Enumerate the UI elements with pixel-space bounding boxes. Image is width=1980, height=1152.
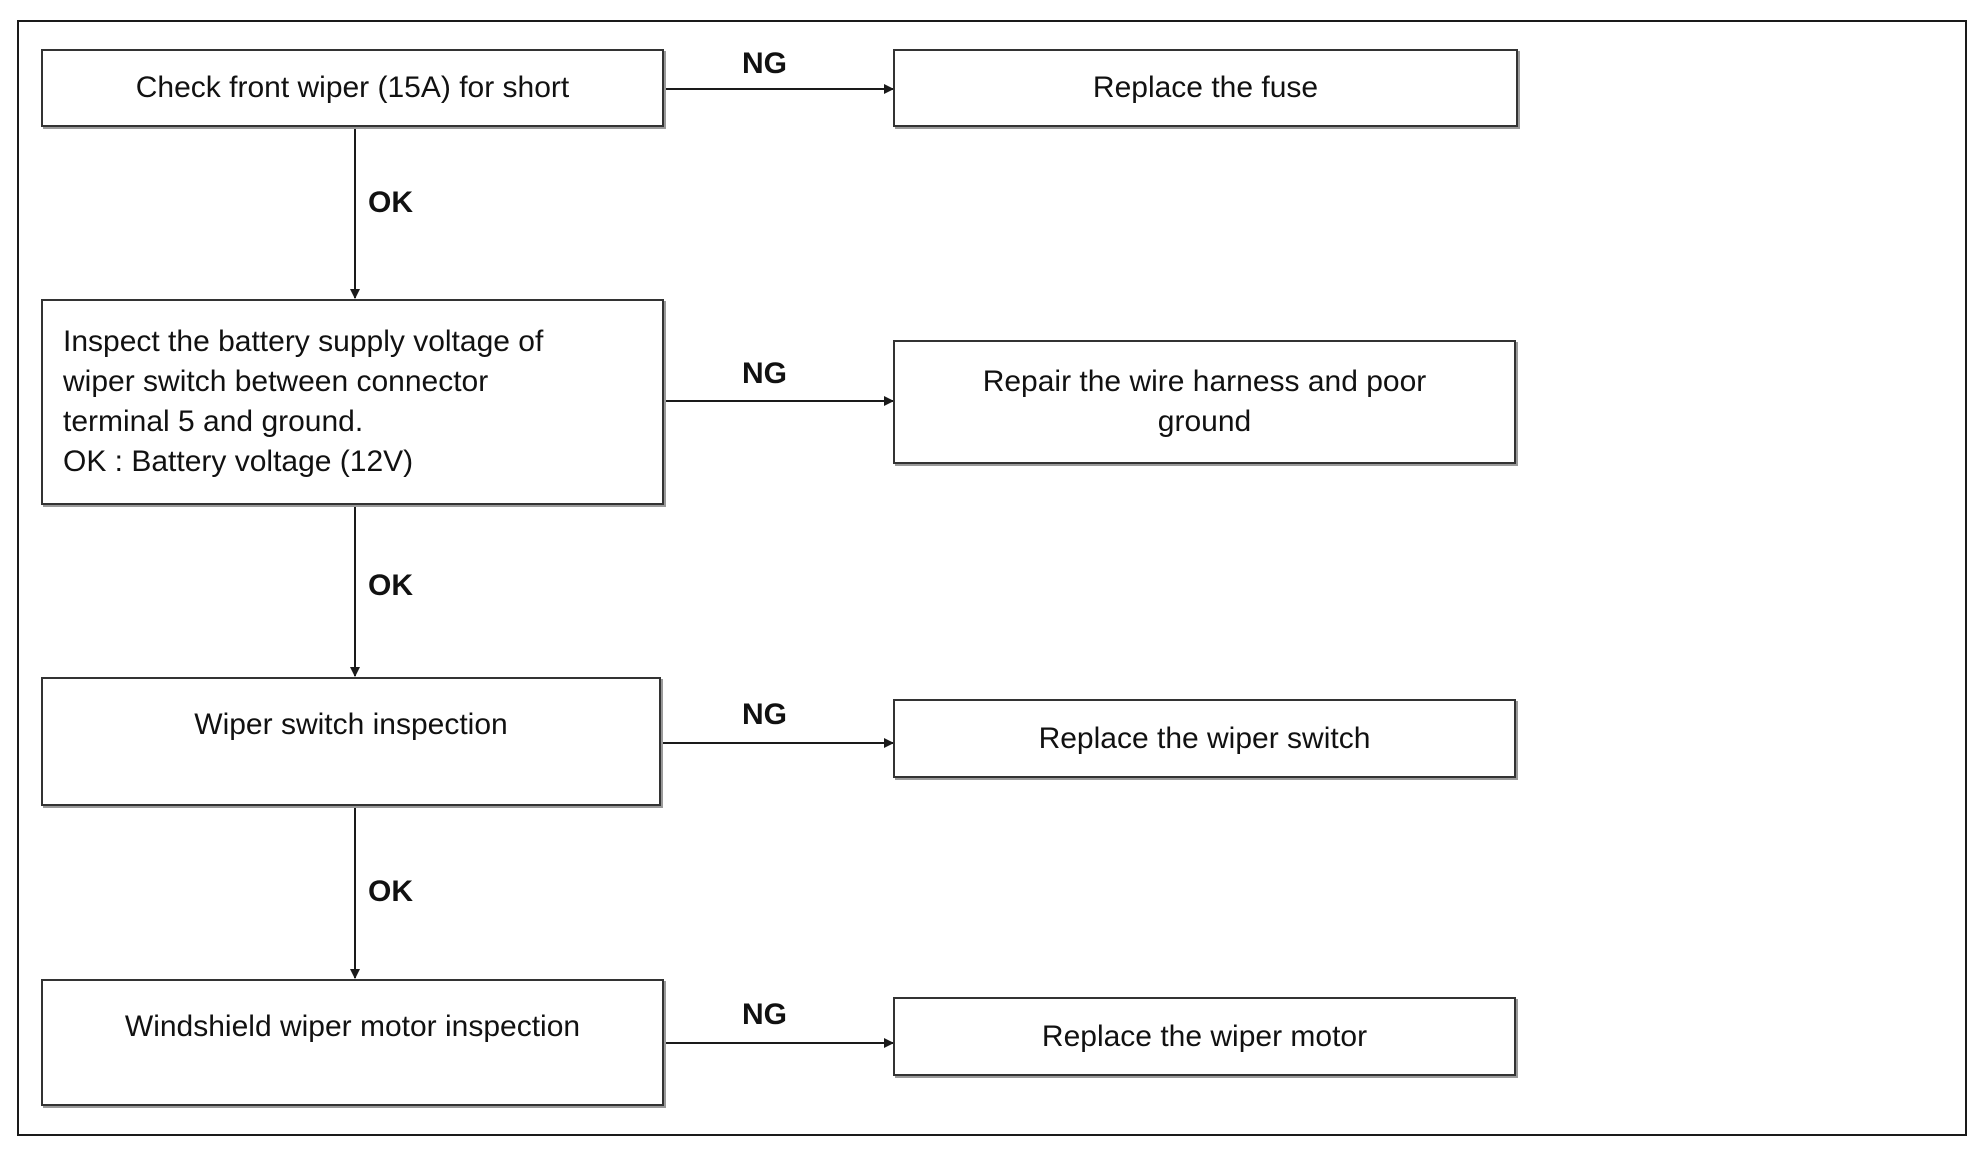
repair-harness-text: Repair the wire harness and poor ground [982,365,1427,438]
replace-switch-box: Replace the wiper switch [893,699,1516,778]
replace-motor-text: Replace the wiper motor [1041,1019,1368,1053]
ok-label-3: OK [368,875,413,908]
wiper-motor-box: Windshield wiper motor inspection [41,979,664,1106]
replace-fuse-box: Replace the fuse [893,49,1518,127]
check-fuse-box: Check front wiper (15A) for short [41,49,664,127]
ok-label-2: OK [368,569,413,602]
battery-voltage-text: Inspect the battery supply voltage of wi… [63,325,544,478]
wiper-motor-text: Windshield wiper motor inspection [124,1010,581,1043]
wiper-switch-text: Wiper switch inspection [194,708,508,741]
ng-label-4: NG [742,998,787,1031]
ok-label-1: OK [368,186,413,219]
replace-motor-box: Replace the wiper motor [893,997,1516,1076]
battery-voltage-box: Inspect the battery supply voltage of wi… [41,299,664,505]
ng-label-3: NG [742,698,787,731]
replace-fuse-text: Replace the fuse [1092,71,1319,104]
wiper-switch-box: Wiper switch inspection [41,677,661,806]
ng-label-1: NG [742,47,787,80]
ng-label-2: NG [742,357,787,390]
diagram-frame [17,20,1967,1136]
replace-switch-text: Replace the wiper switch [1038,721,1371,755]
check-fuse-text: Check front wiper (15A) for short [135,71,570,104]
repair-harness-box: Repair the wire harness and poor ground [893,340,1516,464]
